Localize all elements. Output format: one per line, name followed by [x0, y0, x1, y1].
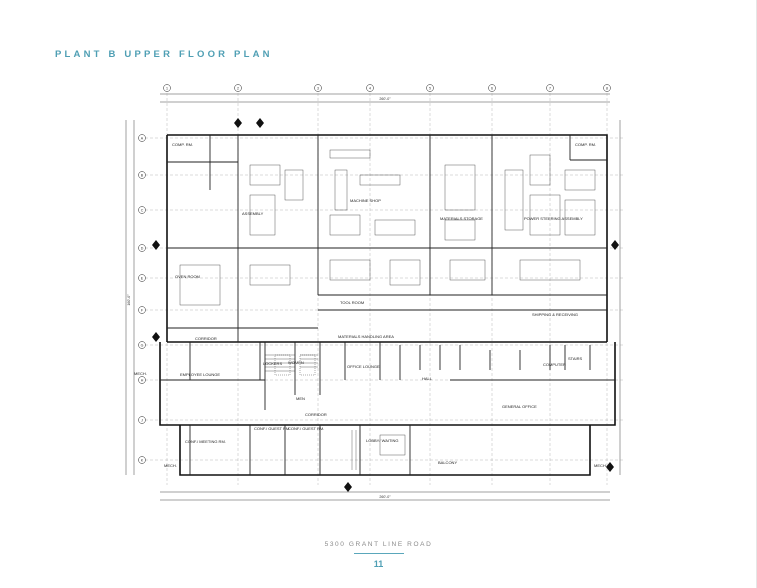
- floor-plan-svg: 1 2 3 4 5 6 7 8 A B C D E F G H J K: [125, 84, 625, 501]
- grid-label-k: K: [141, 458, 144, 462]
- room-labels: COMP. RM. ASSEMBLY MACHINE SHOP MATERIAL…: [134, 142, 607, 468]
- grid-bubbles-top: [163, 84, 611, 92]
- grid-label-e: E: [141, 276, 144, 280]
- room-corridor-2: CORRIDOR: [305, 412, 327, 417]
- dimension-bottom: 260'-0": [379, 495, 391, 499]
- grid-bubble-labels-left: A B C D E F G H J K: [141, 136, 144, 462]
- stairs-hatching: [265, 354, 361, 470]
- room-comp-rm-left: COMP. RM.: [172, 142, 193, 147]
- footer-address: 5300 GRANT LINE ROAD: [324, 541, 433, 548]
- room-hall: HALL: [422, 376, 433, 381]
- room-balcony: BALCONY: [438, 460, 457, 465]
- page-title: PLANT B UPPER FLOOR PLAN: [55, 49, 273, 60]
- room-tool: TOOL ROOM: [340, 300, 364, 305]
- room-conf-meeting: CONF./ MEETING RM.: [185, 439, 226, 444]
- footer-divider: [354, 553, 404, 554]
- room-lobby-waiting: LOBBY/ WAITING: [366, 438, 399, 443]
- room-lockers: LOCKERS: [263, 361, 282, 366]
- room-mech-bottom-right: MECH.: [594, 463, 607, 468]
- section-markers: [152, 118, 619, 492]
- room-men: MEN: [296, 396, 305, 401]
- room-materials-storage: MATERIALS STORAGE: [440, 216, 483, 221]
- room-employee-lounge: EMPLOYEE LOUNGE: [180, 372, 220, 377]
- grid-label-5: 5: [429, 86, 431, 90]
- grid-label-b: B: [141, 173, 144, 177]
- grid-label-j: J: [141, 418, 143, 422]
- room-stairs: STAIRS: [568, 356, 582, 361]
- dimension-lines: [125, 93, 621, 501]
- room-general-office: GENERAL OFFICE: [502, 404, 537, 409]
- grid-label-a: A: [141, 136, 144, 140]
- room-oven: OVEN ROOM: [175, 274, 200, 279]
- grid-label-2: 2: [237, 86, 239, 90]
- grid-bubble-labels-top: 1 2 3 4 5 6 7 8: [166, 86, 608, 90]
- grid-label-1: 1: [166, 86, 168, 90]
- room-shipping-receiving: SHIPPING & RECEIVING: [532, 312, 578, 317]
- room-materials-handling: MATERIALS HANDLING AREA: [338, 334, 394, 339]
- dimension-top: 260'-0": [379, 97, 391, 101]
- room-machine-shop: MACHINE SHOP: [350, 198, 381, 203]
- grid-label-d: D: [141, 246, 144, 250]
- grid-label-h: H: [141, 378, 144, 382]
- room-mech-bottom-left: MECH.: [164, 463, 177, 468]
- grid-label-6: 6: [491, 86, 493, 90]
- room-conf-guest-2: CONF./ GUEST RM.: [288, 426, 324, 431]
- grid-label-c: C: [141, 208, 144, 212]
- grid-label-3: 3: [317, 86, 319, 90]
- dimension-text: 260'-0" 260'-0" 160'-0": [127, 97, 391, 499]
- room-power-steering: POWER STEERING ASSEMBLY: [524, 216, 583, 221]
- room-office-lounge: OFFICE LOUNGE: [347, 364, 380, 369]
- grid-bubbles-left: [138, 134, 146, 464]
- grid-label-4: 4: [369, 86, 371, 90]
- dimension-left: 160'-0": [127, 294, 131, 306]
- interior-walls: [160, 135, 615, 475]
- room-women: WOMEN: [288, 360, 304, 365]
- room-assembly: ASSEMBLY: [242, 211, 264, 216]
- equipment-layout: [179, 149, 596, 456]
- exterior-walls: [159, 134, 616, 476]
- grid-label-f: F: [141, 308, 144, 312]
- room-mech-left: MECH.: [134, 371, 147, 376]
- room-computer: COMPUTER: [543, 362, 566, 367]
- floor-plan-drawing: 1 2 3 4 5 6 7 8 A B C D E F G H J K: [120, 80, 650, 512]
- page-number: 11: [373, 559, 384, 569]
- room-comp-rm-right: COMP. RM.: [575, 142, 596, 147]
- grid-label-7: 7: [549, 86, 551, 90]
- room-corridor: CORRIDOR: [195, 336, 217, 341]
- grid-label-8: 8: [606, 86, 608, 90]
- grid-label-g: G: [141, 343, 144, 347]
- room-conf-guest-1: CONF./ GUEST RM.: [254, 426, 290, 431]
